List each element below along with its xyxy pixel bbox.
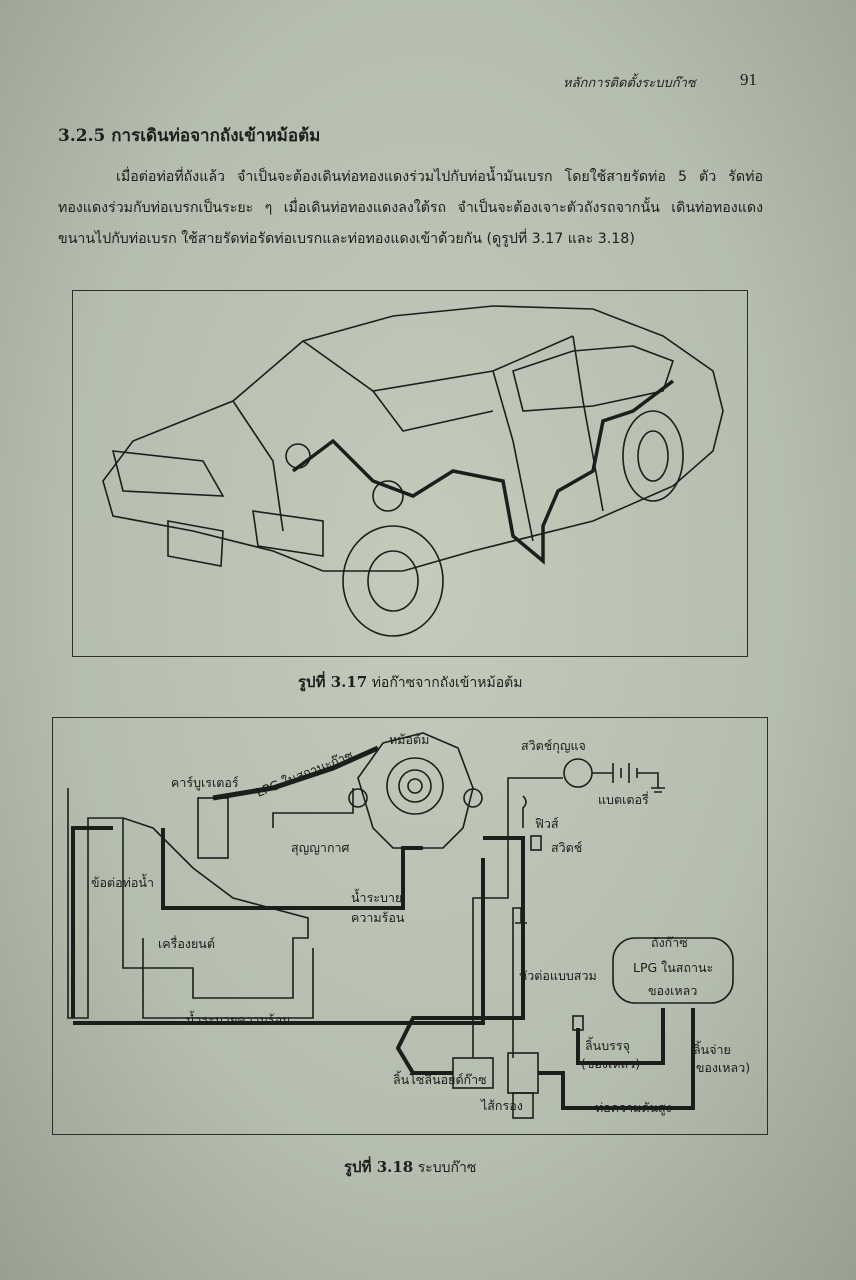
figure2-caption: รูปที่ 3.18 ระบบก๊าซ [344,1155,476,1179]
label-lpg-liquid-2: ของเหลว [648,983,698,998]
label-water-joint: ข้อต่อท่อน้ำ [91,875,154,890]
label-quick-coupler: หัวต่อแบบสวม [519,968,597,983]
label-coolant-1: น้ำระบาย [351,890,403,905]
label-vaporizer: หม้อต้ม [389,732,430,747]
figure-gas-system-diagram: หม้อต้ม สวิตช์กุญแจ คาร์บูเรเตอร์ LPG ใน… [52,717,768,1135]
label-switch: สวิตช์ [551,840,583,855]
gas-system-schematic [67,732,734,1119]
label-filter: ไส้กรอง [481,1098,523,1113]
figure1-label: รูปที่ 3.17 [298,673,368,691]
body-paragraph: เมื่อต่อท่อที่ถังแล้ว จำเป็นจะต้องเดินท่… [58,169,763,247]
label-engine: เครื่องยนต์ [158,936,215,951]
label-gas-tank: ถังก๊าซ [651,935,688,950]
figure2-caption-text: ระบบก๊าซ [417,1160,477,1176]
running-title: หลักการติดตั้งระบบก๊าซ [563,76,696,91]
car-illustration [102,305,724,637]
figure2-label: รูปที่ 3.18 [344,1158,414,1176]
figure1-caption: รูปที่ 3.17 ท่อก๊าซจากถังเข้าหม้อต้ม [298,670,522,694]
label-carburetor: คาร์บูเรเตอร์ [171,775,239,790]
label-lpg-liquid-1: LPG ในสถานะ [633,960,714,975]
label-vacuum: สุญญากาศ [291,840,350,855]
label-outlet-valve-sub: (ของเหลว) [691,1060,751,1075]
label-fill-valve: ลิ้นบรรจุ [585,1038,630,1053]
label-fuse: ฟิวส์ [535,816,559,831]
figure-car-gas-line [72,290,748,657]
label-coolant-2: ความร้อน [351,910,405,925]
section-heading: 3.2.5 การเดินท่อจากถังเข้าหม้อต้ม [58,126,321,146]
label-outlet-valve: ลิ้นจ่าย [693,1042,731,1057]
label-solenoid-valve: ลิ้นโซลีนอยด์ก๊าซ [393,1072,487,1087]
label-fill-valve-sub: (ของเหลว) [581,1056,641,1071]
label-coolant-full: น้ำระบายความร้อน [186,1012,291,1027]
label-key-switch: สวิตช์กุญแจ [521,738,586,753]
label-battery: แบตเตอรี่ [598,792,649,807]
label-high-pressure-line: ท่อความดันสูง [595,1100,672,1115]
page-number: 91 [740,70,757,89]
figure1-caption-text: ท่อก๊าซจากถังเข้าหม้อต้ม [371,675,523,691]
